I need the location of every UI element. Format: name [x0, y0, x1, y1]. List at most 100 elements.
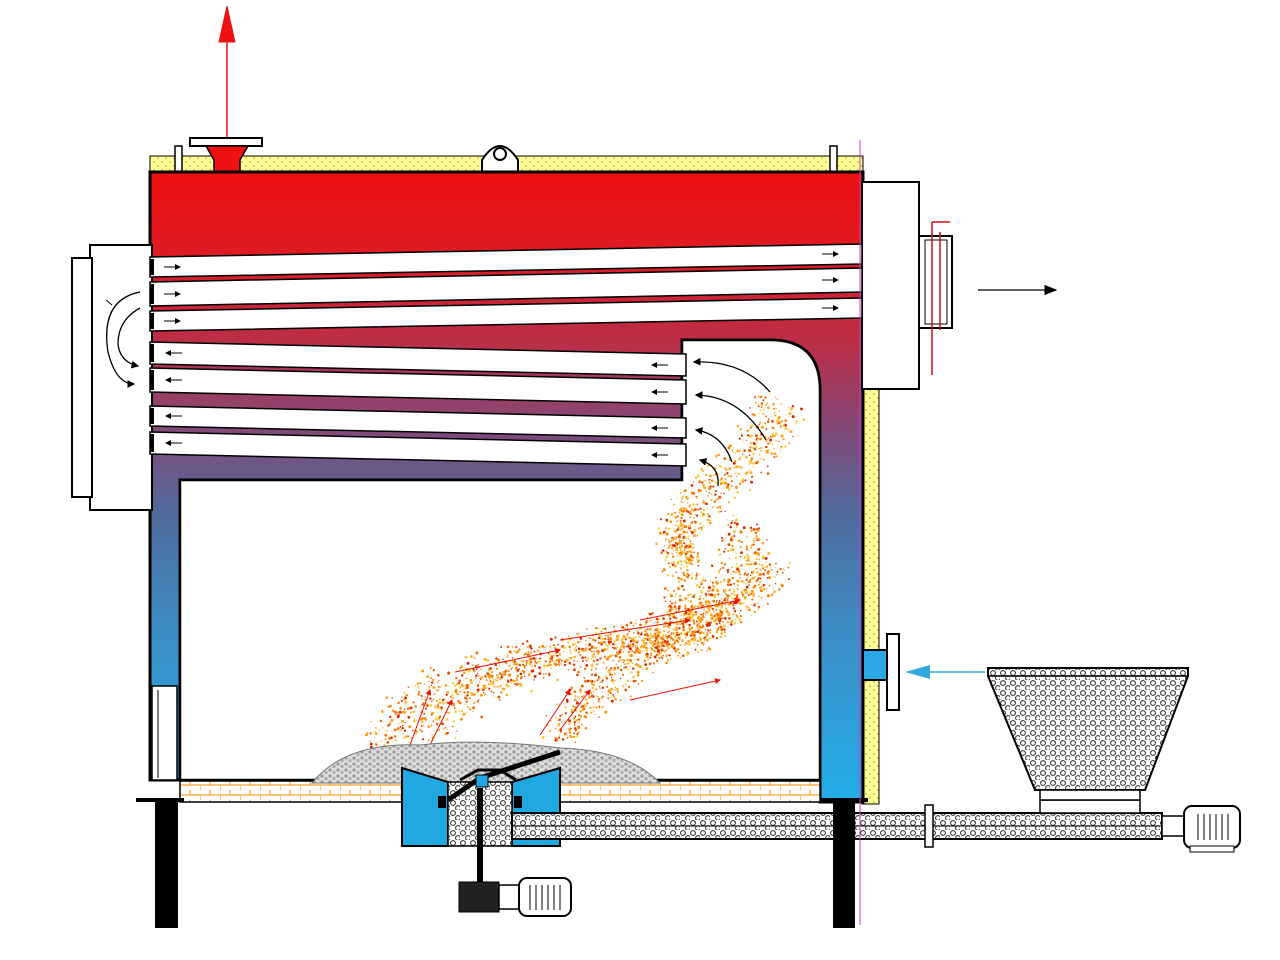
flame-particle: [696, 643, 699, 646]
flame-particle: [671, 574, 674, 578]
flame-particle: [677, 576, 680, 580]
flame-particle: [436, 724, 439, 726]
flame-particle: [608, 643, 611, 646]
flame-particle: [664, 633, 668, 637]
flame-particle: [544, 666, 546, 668]
flame-particle: [735, 552, 737, 555]
flame-particle: [497, 695, 501, 699]
flame-particle: [723, 598, 726, 602]
flame-particle: [727, 543, 731, 547]
flame-particle: [649, 654, 653, 657]
flame-particle: [749, 579, 752, 581]
flame-particle: [575, 710, 577, 712]
flame-particle: [539, 669, 542, 672]
flame-particle: [756, 602, 759, 604]
flame-particle: [662, 636, 665, 639]
flame-particle: [430, 700, 433, 703]
flame-particle: [633, 640, 636, 643]
flame-particle: [596, 679, 599, 682]
flame-particle: [756, 437, 758, 440]
flame-particle: [744, 479, 747, 482]
flame-particle: [592, 660, 595, 663]
flame-particle: [678, 539, 681, 542]
flame-particle: [749, 591, 751, 593]
flame-particle: [744, 588, 748, 591]
flame-particle: [527, 674, 530, 677]
flame-particle: [409, 706, 413, 710]
flame-particle: [602, 641, 604, 644]
flame-particle: [666, 621, 668, 624]
flame-particle: [765, 428, 768, 431]
flame-particle: [465, 686, 469, 690]
flame-particle: [657, 648, 660, 652]
flame-particle: [446, 717, 449, 720]
flame-particle: [728, 475, 731, 477]
flame-particle: [768, 576, 771, 580]
flame-particle: [519, 684, 523, 688]
flame-particle: [787, 428, 789, 431]
flame-particle: [583, 707, 586, 710]
flame-particle: [563, 660, 567, 664]
flame-particle: [791, 415, 795, 419]
flame-particle: [702, 586, 705, 589]
flame-particle: [530, 657, 533, 661]
flame-particle: [760, 409, 762, 412]
flame-particle: [712, 609, 714, 612]
flame-particle: [735, 594, 739, 597]
flame-particle: [400, 699, 403, 703]
flame-particle: [743, 449, 746, 452]
flame-particle: [734, 452, 737, 454]
flame-particle: [558, 665, 561, 667]
flame-particle: [633, 632, 635, 634]
flame-particle: [526, 645, 530, 648]
flame-particle: [702, 470, 705, 473]
flame-particle: [741, 478, 744, 481]
flame-particle: [478, 699, 480, 701]
flame-particle: [687, 608, 690, 611]
flame-particle: [743, 572, 746, 576]
flame-particle: [369, 745, 373, 749]
flame-particle: [577, 647, 581, 651]
flame-particle: [515, 646, 518, 649]
flame-particle: [689, 620, 691, 623]
flame-particle: [720, 510, 722, 513]
flame-particle: [496, 658, 500, 662]
flame-particle: [369, 742, 373, 746]
flame-particle: [713, 474, 715, 477]
flame-particle: [401, 726, 404, 730]
flame-particle: [752, 413, 756, 417]
flame-particle: [764, 396, 767, 399]
flame-particle: [490, 670, 494, 674]
flame-particle: [688, 616, 690, 618]
flame-particle: [748, 429, 750, 432]
flame-particle: [692, 557, 694, 559]
flame-particle: [758, 423, 760, 426]
flame-particle: [677, 525, 679, 527]
flame-particle: [489, 680, 492, 683]
fuel-in-arrow: [905, 665, 985, 679]
flame-particle: [672, 555, 675, 558]
flame-particle: [733, 521, 737, 525]
flame-particle: [647, 658, 650, 661]
flame-particle: [671, 563, 675, 567]
flame-particle: [575, 701, 579, 705]
flame-particle: [668, 610, 671, 613]
flame-particle: [612, 695, 616, 699]
flame-particle: [708, 610, 710, 613]
flame-particle: [470, 655, 473, 658]
flame-particle: [665, 555, 669, 559]
flame-particle: [716, 589, 720, 593]
flame-particle: [686, 654, 688, 656]
right-insulation: [861, 387, 880, 805]
flame-particle: [681, 497, 683, 499]
flame-particle: [695, 583, 699, 587]
flame-particle: [667, 546, 670, 549]
flame-particle: [681, 600, 684, 602]
flame-particle: [668, 623, 672, 627]
flame-particle: [418, 691, 421, 694]
flame-particle: [498, 665, 501, 667]
flame-particle: [676, 631, 679, 634]
flame-particle: [692, 503, 695, 506]
flame-particle: [619, 645, 623, 649]
flame-particle: [686, 496, 690, 500]
